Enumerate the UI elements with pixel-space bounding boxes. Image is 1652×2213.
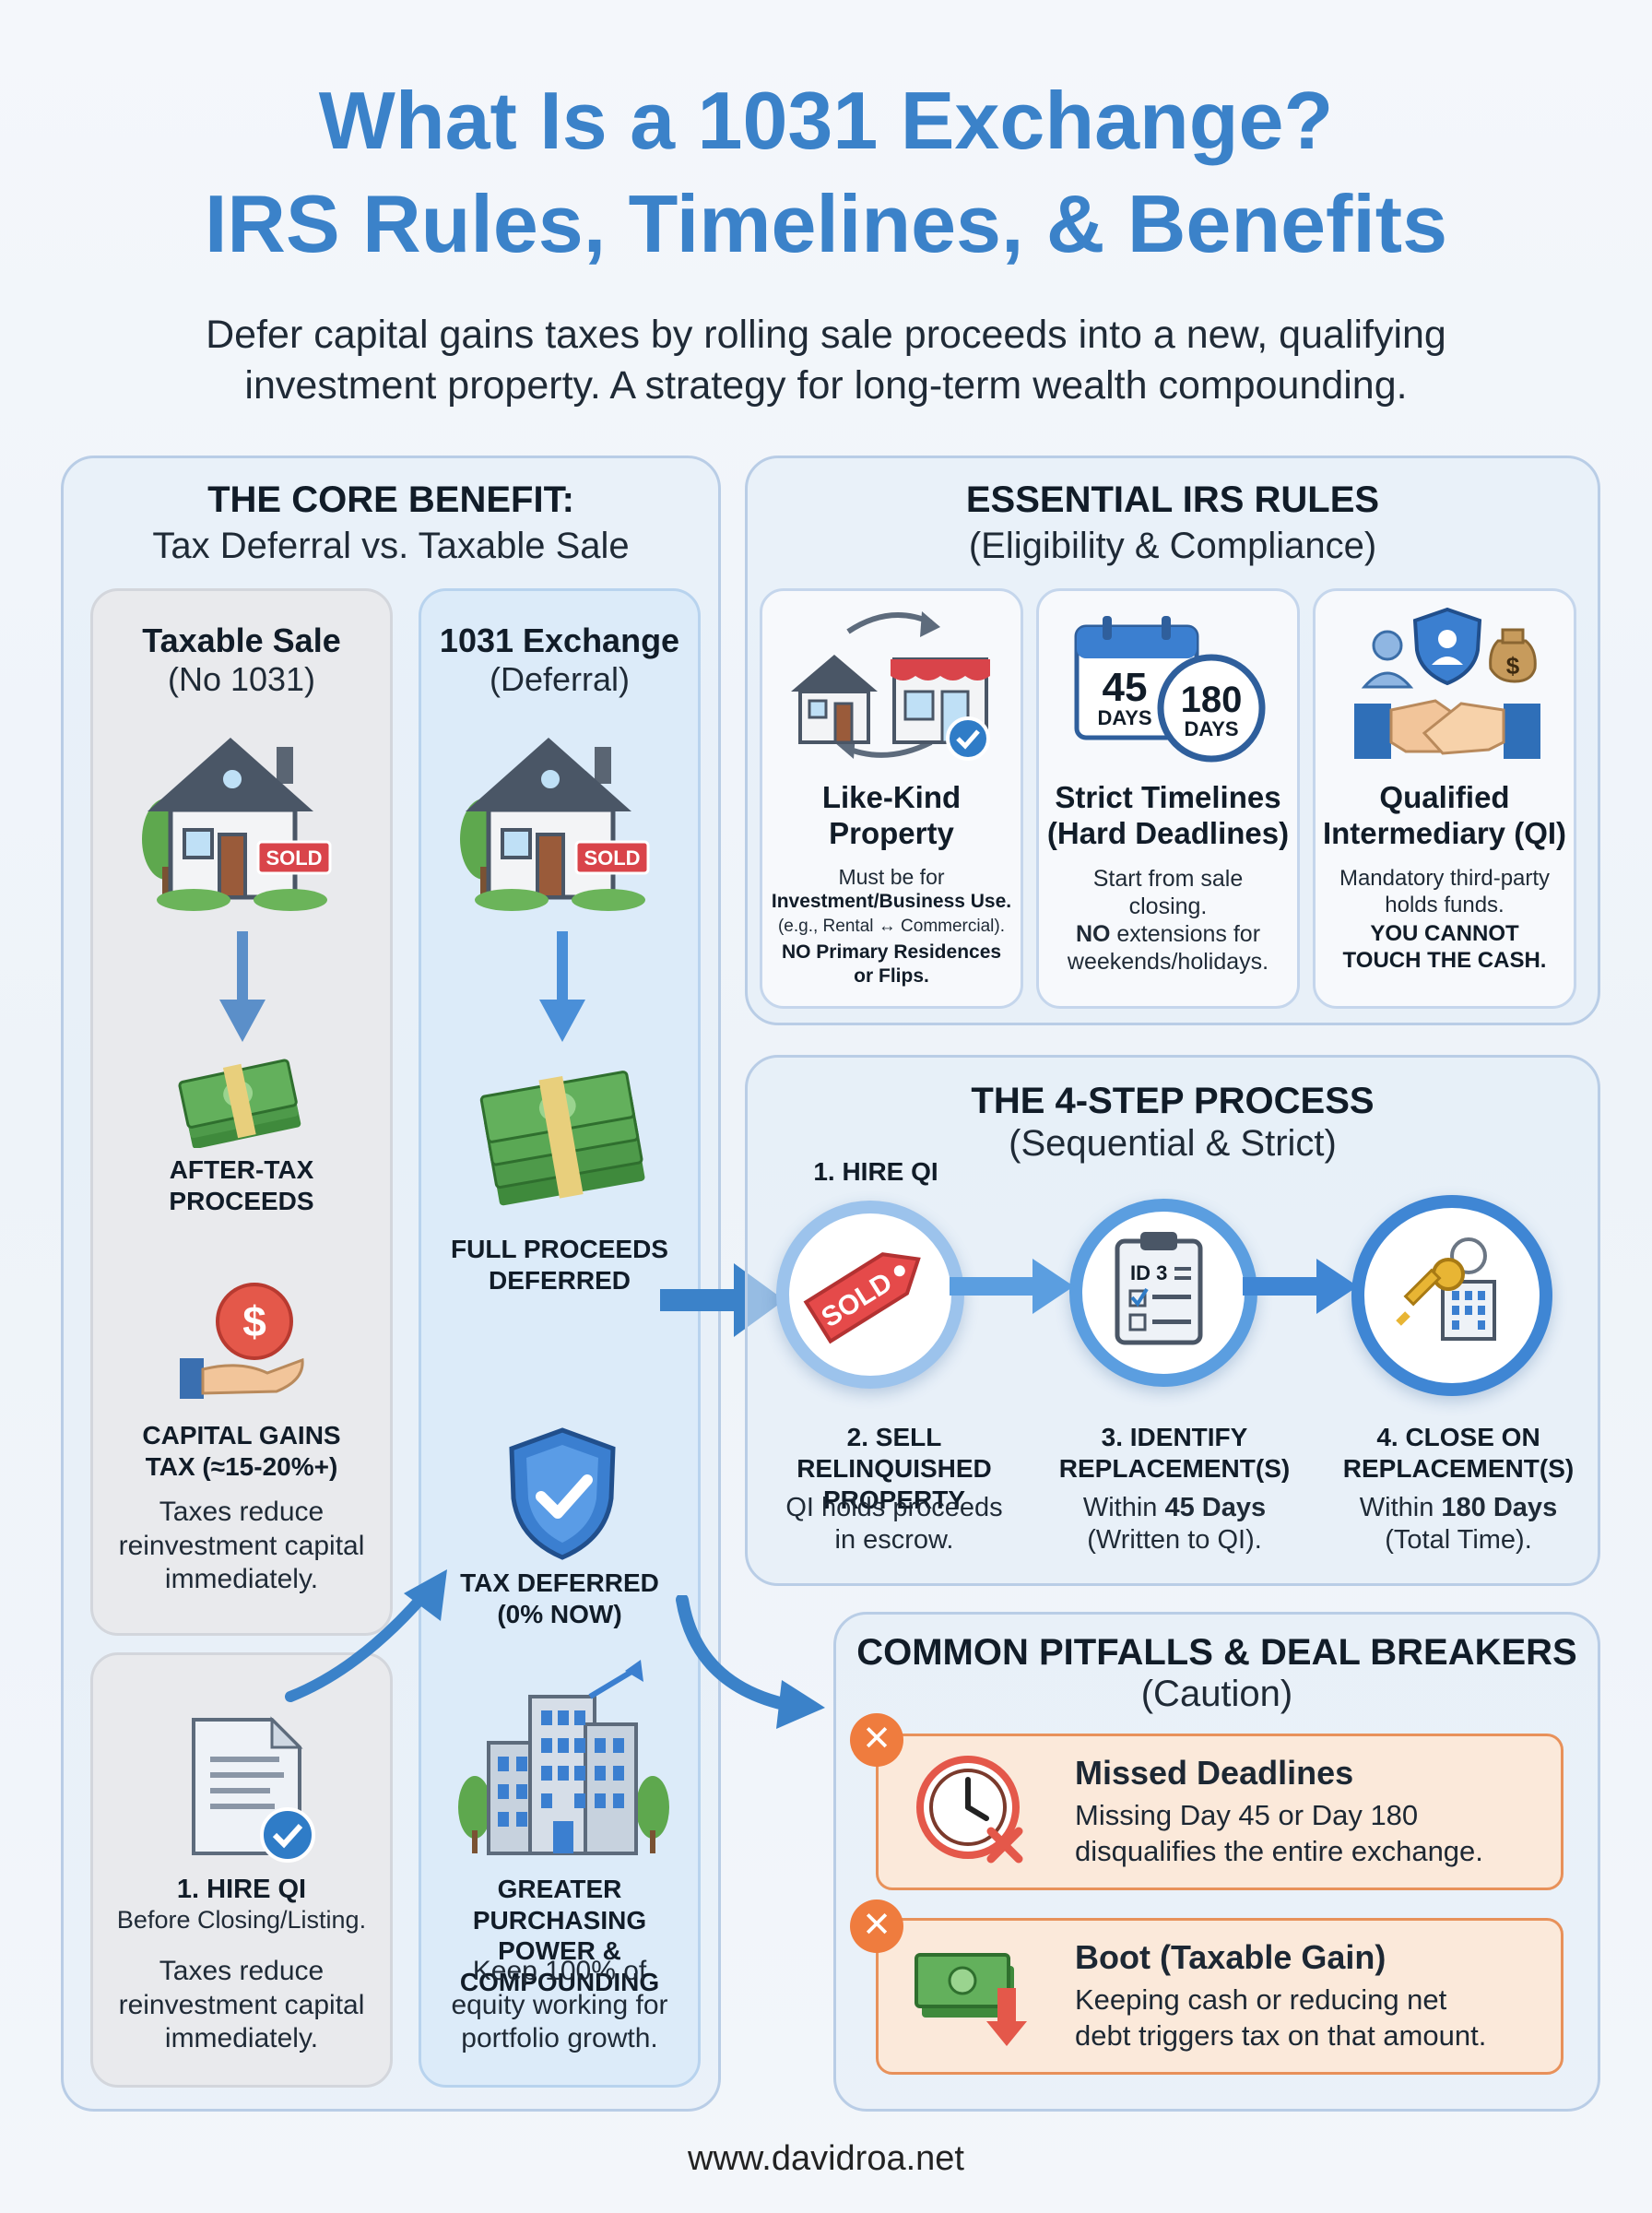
purchasing-power-label: GREATER PURCHASING POWER & COMPOUNDING <box>459 1875 660 1996</box>
step-2-title: 2. SELL RELINQUISHED PROPERTY <box>796 1423 992 1515</box>
day-180-number: 180 <box>1181 680 1243 720</box>
step-3-note: Within 45 Days (Written to QI). <box>1042 1492 1307 1557</box>
sold-sign-label: SOLD <box>266 846 322 870</box>
sold-sign-label: SOLD <box>584 846 640 870</box>
process-subheading: (Sequential & Strict) <box>1009 1123 1337 1164</box>
footer-url[interactable]: www.davidroa.net <box>688 2139 964 2178</box>
qi-title: Qualified Intermediary (QI) <box>1322 780 1567 850</box>
rules-subheading: (Eligibility & Compliance) <box>968 526 1377 566</box>
handshake-intermediary-icon: $ <box>1354 607 1540 759</box>
step-arrow-icon <box>1243 1259 1358 1314</box>
pitfall-2-text: Keeping cash or reducing net debt trigge… <box>1075 1983 1487 2052</box>
no-extensions-bold: NO <box>1075 921 1111 947</box>
step-4-note: Within 180 Days (Total Time). <box>1328 1492 1589 1557</box>
title-line-1: What Is a 1031 Exchange? <box>318 75 1334 166</box>
full-proceeds-label: FULL PROCEEDS DEFERRED <box>451 1235 668 1295</box>
cash-down-icon <box>914 1953 1027 2046</box>
subtitle-line-1: Defer capital gains taxes by rolling sal… <box>206 313 1446 357</box>
buildings-growth-icon <box>458 1660 669 1855</box>
house-sold-icon: SOLD <box>460 738 650 911</box>
hire-qi-note: Before Closing/Listing. <box>116 1906 367 1934</box>
no-extensions-text: extensions for weekends/holidays. <box>1067 921 1269 975</box>
money-stack-icon <box>178 1059 301 1148</box>
pitfalls-subheading: (Caution) <box>1140 1674 1293 1714</box>
large-money-stack-icon <box>479 1071 645 1206</box>
pitfall-1-title: Missed Deadlines <box>1075 1754 1354 1792</box>
hand-dollar-icon: $ <box>180 1283 304 1399</box>
step-3-days: 45 Days <box>1164 1493 1267 1522</box>
exchange-sub: (Deferral) <box>489 660 630 698</box>
pitfall-1-text: Missing Day 45 or Day 180 disqualifies t… <box>1075 1799 1483 1867</box>
exchange-title: 1031 Exchange <box>439 621 680 659</box>
like-kind-line-4: NO Primary Residences or Flips. <box>781 941 1002 987</box>
step-3-title: 3. IDENTIFY REPLACEMENT(S) <box>1058 1423 1291 1484</box>
process-step-1: 1. HIRE QI <box>813 1157 938 1186</box>
arrow-down-icon <box>539 931 585 1042</box>
step-3-pre: Within <box>1082 1493 1165 1522</box>
day-180-label: DAYS <box>1184 717 1238 740</box>
like-kind-line-2: Investment/Business Use. <box>771 891 1012 912</box>
qi-line-2: YOU CANNOT TOUCH THE CASH. <box>1342 921 1547 974</box>
id-label: ID 3 <box>1130 1261 1167 1284</box>
step-4-title: 4. CLOSE ON REPLACEMENT(S) <box>1342 1423 1575 1484</box>
step-4-post: (Total Time). <box>1385 1525 1532 1556</box>
house-sold-icon: SOLD <box>142 738 332 911</box>
sold-tag-icon: SOLD <box>803 1252 921 1344</box>
tax-deferred-label: TAX DEFERRED (0% NOW) <box>460 1568 659 1628</box>
title-line-2: IRS Rules, Timelines, & Benefits <box>204 178 1448 269</box>
shield-check-icon <box>509 1427 616 1560</box>
hire-qi-title: 1. HIRE QI <box>176 1875 307 1904</box>
step-4-pre: Within <box>1359 1493 1442 1522</box>
after-tax-proceeds-label: AFTER-TAX PROCEEDS <box>169 1155 314 1215</box>
timelines-line-2: NO extensions for weekends/holidays. <box>1036 920 1300 976</box>
step-2-note: QI holds proceeds in escrow. <box>785 1493 1003 1556</box>
like-kind-line-3: (e.g., Rental ↔ Commercial). <box>777 917 1005 936</box>
like-kind-title: Like-Kind Property <box>821 780 962 850</box>
capital-gains-tax-label: CAPITAL GAINS TAX (≈15-20%+) <box>142 1421 341 1481</box>
step-4-days: 180 Days <box>1441 1493 1558 1522</box>
day-45-label: DAYS <box>1097 706 1151 729</box>
qi-line-1: Mandatory third-party holds funds. <box>1339 866 1551 918</box>
arrow-down-icon <box>219 931 266 1042</box>
core-subheading: Tax Deferral vs. Taxable Sale <box>152 526 630 566</box>
purchasing-power-note: Keep 100% of equity working for portfoli… <box>451 1956 668 2054</box>
taxable-sub: (No 1031) <box>167 660 316 698</box>
process-heading: THE 4-STEP PROCESS <box>971 1081 1375 1121</box>
subtitle-line-2: investment property. A strategy for long… <box>244 363 1408 408</box>
calendar-deadline-icon: 45 DAYS 180 DAYS <box>1074 616 1266 763</box>
day-45-number: 45 <box>1103 665 1148 710</box>
caution-x-icon: ✕ <box>850 1899 903 1953</box>
property-swap-icon <box>791 611 990 761</box>
hire-qi-note-2: Taxes reduce reinvestment capital immedi… <box>118 1956 365 2054</box>
rules-heading: ESSENTIAL IRS RULES <box>965 479 1380 520</box>
timelines-line-1: Start from sale closing. <box>1092 866 1244 919</box>
clock-missed-icon <box>916 1756 1023 1864</box>
document-check-icon <box>192 1716 315 1863</box>
pitfall-2-title: Boot (Taxable Gain) <box>1075 1938 1386 1976</box>
curved-arrow-icon <box>285 1569 447 1702</box>
like-kind-line-1: Must be for <box>838 865 945 889</box>
step-arrow-icon <box>950 1259 1074 1314</box>
curved-arrow-to-pitfalls-icon <box>676 1595 825 1729</box>
key-building-icon <box>1396 1237 1496 1341</box>
timelines-title: Strict Timelines (Hard Deadlines) <box>1046 780 1290 850</box>
clipboard-checklist-icon: ID 3 <box>1115 1232 1203 1345</box>
svg-text:$: $ <box>242 1297 266 1345</box>
taxable-tax-note: Taxes reduce reinvestment capital immedi… <box>118 1497 365 1595</box>
pitfalls-heading: COMMON PITFALLS & DEAL BREAKERS <box>856 1632 1577 1673</box>
caution-x-icon: ✕ <box>850 1713 903 1767</box>
core-heading: THE CORE BENEFIT: <box>207 479 574 520</box>
taxable-title: Taxable Sale <box>142 621 341 659</box>
step-3-post: (Written to QI). <box>1087 1525 1262 1556</box>
svg-text:$: $ <box>1506 652 1520 680</box>
